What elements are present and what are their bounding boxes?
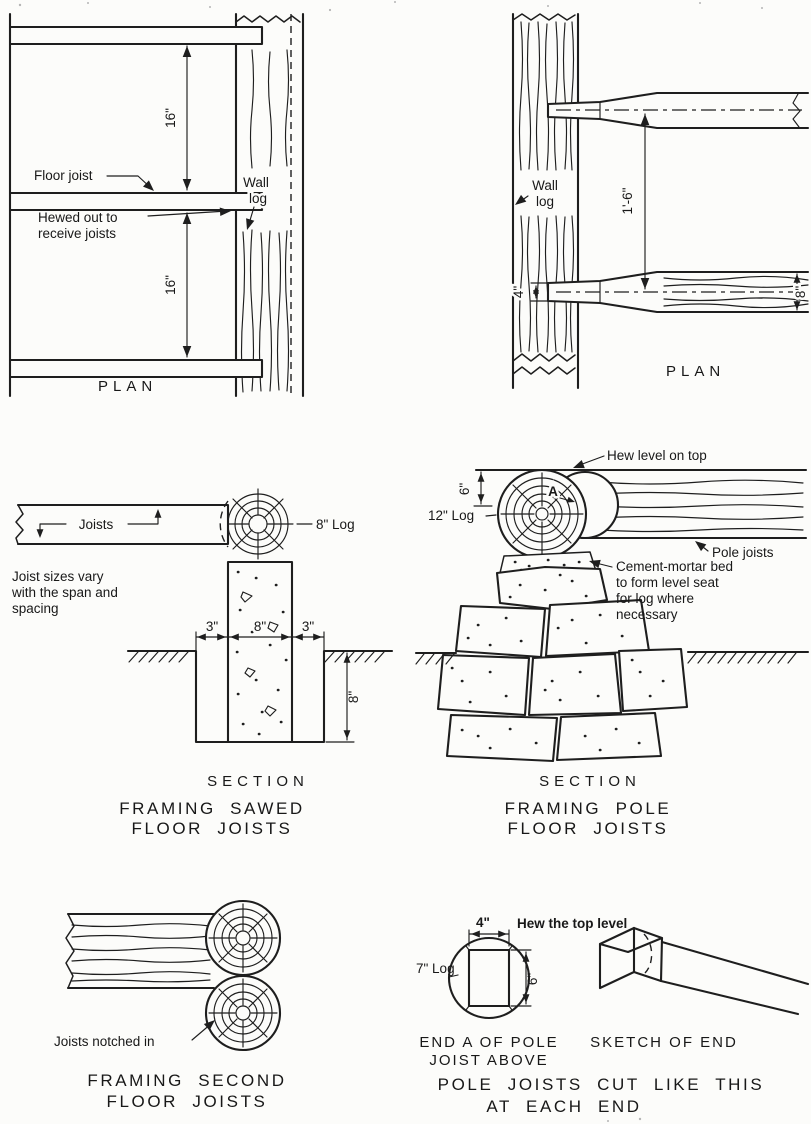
stone-foundation (436, 565, 689, 763)
panel-end-detail: 4" Hew the top level 7" Log 6" END A OF … (416, 915, 810, 1116)
pole-joists-title-2: AT EACH END (486, 1097, 641, 1116)
concrete-pier-drawing (226, 560, 294, 744)
mortar-note-1: Cement-mortar bed (616, 559, 733, 574)
hewed-out-callout: Hewed out to receive joists (38, 207, 231, 241)
end-a-caption-1: END A OF POLE (419, 1034, 558, 1051)
log-7-callout: 7" Log (416, 961, 459, 978)
log-7-label: 7" Log (416, 961, 455, 976)
dimension-1-6: 1'-6" (618, 113, 650, 290)
panel-section-sawed: Joists 8" Log Joist sizes vary with the … (11, 486, 394, 838)
pole-end-section (447, 936, 531, 1020)
joist-note: Joist sizes vary with the span and spaci… (11, 569, 118, 616)
floor-joist-label: Floor joist (34, 168, 93, 183)
log-end-12in (496, 468, 588, 560)
mortar-note-4: necessary (616, 607, 678, 622)
wall-log-callout-2: Wall log (515, 176, 560, 212)
notched-label: Joists notched in (54, 1034, 155, 1049)
hew-top-level-label: Hew the top level (517, 916, 627, 931)
dim-1-6-label: 1'-6" (620, 187, 635, 214)
wall-log-label-2: log (249, 191, 267, 206)
section-pole-caption: SECTION (539, 773, 641, 790)
log-size-callout: 8" Log (296, 517, 355, 532)
plan-pole-caption: PLAN (666, 363, 725, 380)
dim-8-mid-label: 8" (254, 619, 267, 634)
joist-note-3: spacing (12, 601, 59, 616)
sketch-caption: SKETCH OF END (590, 1034, 738, 1051)
dim-16-top-label: 16" (163, 108, 178, 128)
pole-joist-lower (546, 270, 810, 314)
joist-note-1: Joist sizes vary (12, 569, 104, 584)
dim-8-depth-label: 8" (346, 691, 361, 704)
dim-6in-label: 6" (457, 483, 472, 496)
dimension-8in-pole: 8" (791, 273, 811, 311)
second-floor-joist (65, 912, 216, 990)
wall-log-callout: Wall log (241, 173, 271, 230)
notched-callout: Joists notched in (54, 1020, 215, 1049)
framing-pole-title-1: FRAMING POLE (505, 799, 672, 818)
dimension-6in-height: 6" (510, 949, 540, 1007)
dimension-6in: 6" (457, 471, 493, 507)
pole-joists-callout: Pole joists (695, 541, 774, 560)
point-a-label: A (548, 484, 558, 499)
mortar-note-2: to form level seat (616, 575, 719, 590)
dim-4in-label: 4" (511, 286, 526, 299)
dim-16-bottom-label: 16" (163, 275, 178, 295)
plan-sawed-caption: PLAN (98, 378, 157, 395)
log-8in-label: 8" Log (316, 517, 355, 532)
mortar-note-3: for log where (616, 591, 694, 606)
panel-second-floor: Joists notched in FRAMING SECOND FLOOR J… (54, 899, 286, 1111)
scan-specks (18, 1, 763, 1122)
framing-sawed-title-2: FLOOR JOISTS (132, 819, 293, 838)
log-end-upper (204, 899, 282, 977)
pole-joists-label: Pole joists (712, 545, 774, 560)
panel-section-pole: A 6" Hew level on top 12" Log Pole joist… (414, 448, 810, 838)
wall-log2-label-2: log (536, 194, 554, 209)
joists-callout: Joists (36, 509, 162, 538)
floor-joist-callout: Floor joist (34, 168, 154, 191)
log-12-callout: 12" Log (428, 508, 497, 523)
wall-log-drawing-2 (511, 12, 580, 390)
hewed-out-label-2: receive joists (38, 226, 116, 241)
framing-second-title-1: FRAMING SECOND (87, 1071, 286, 1090)
framing-sawed-title-1: FRAMING SAWED (119, 799, 305, 818)
wall-log-label-1: Wall (243, 175, 269, 190)
hewed-out-label-1: Hewed out to (38, 210, 118, 225)
point-a-callout: A (546, 482, 575, 503)
dimension-8-depth: 8" (325, 652, 361, 743)
dimension-16-bottom: 16" (163, 212, 192, 358)
log-end-lower (204, 974, 282, 1052)
wall-log2-label-1: Wall (532, 178, 558, 193)
dim-8in-label: 8" (793, 286, 808, 299)
dim-6-height-label: 6" (525, 973, 540, 986)
hew-level-label: Hew level on top (607, 448, 707, 463)
dim-4-width-label: 4" (476, 915, 490, 930)
dimension-4in-width: 4" (468, 915, 510, 947)
dimension-3-8-3: 3" 8" 3" (195, 617, 325, 651)
framing-pole-title-2: FLOOR JOISTS (508, 819, 669, 838)
joist-note-2: with the span and (11, 585, 118, 600)
ground-pole-section (414, 650, 810, 665)
end-a-caption-2: JOIST ABOVE (429, 1052, 548, 1069)
floor-joists-drawing (8, 12, 264, 398)
dim-3-left-label: 3" (206, 619, 219, 634)
dimension-4in-tenon: 4" (509, 282, 549, 302)
sketch-of-end-drawing (598, 926, 810, 1016)
pole-joist-upper (546, 91, 810, 130)
dim-3-right-label: 3" (302, 619, 315, 634)
panel-plan-pole: 1'-6" 4" 8" Wall log PLAN (509, 12, 811, 390)
log-12-label: 12" Log (428, 508, 474, 523)
pole-joists-title-1: POLE JOISTS CUT LIKE THIS (438, 1075, 765, 1094)
hew-level-callout: Hew level on top (573, 448, 707, 469)
framing-second-title-2: FLOOR JOISTS (107, 1092, 268, 1111)
wall-log-drawing (234, 12, 305, 398)
mortar-callout: Cement-mortar bed to form level seat for… (589, 559, 733, 622)
pole-joist-side (474, 468, 808, 540)
joists-label: Joists (79, 517, 114, 532)
dimension-16-top: 16" (163, 45, 192, 191)
ground-and-trench (126, 649, 394, 744)
section-sawed-caption: SECTION (207, 773, 309, 790)
log-end-8in (220, 486, 296, 562)
panel-plan-sawed: 16" 16" Floor joist Hewed out to receive… (8, 12, 305, 398)
